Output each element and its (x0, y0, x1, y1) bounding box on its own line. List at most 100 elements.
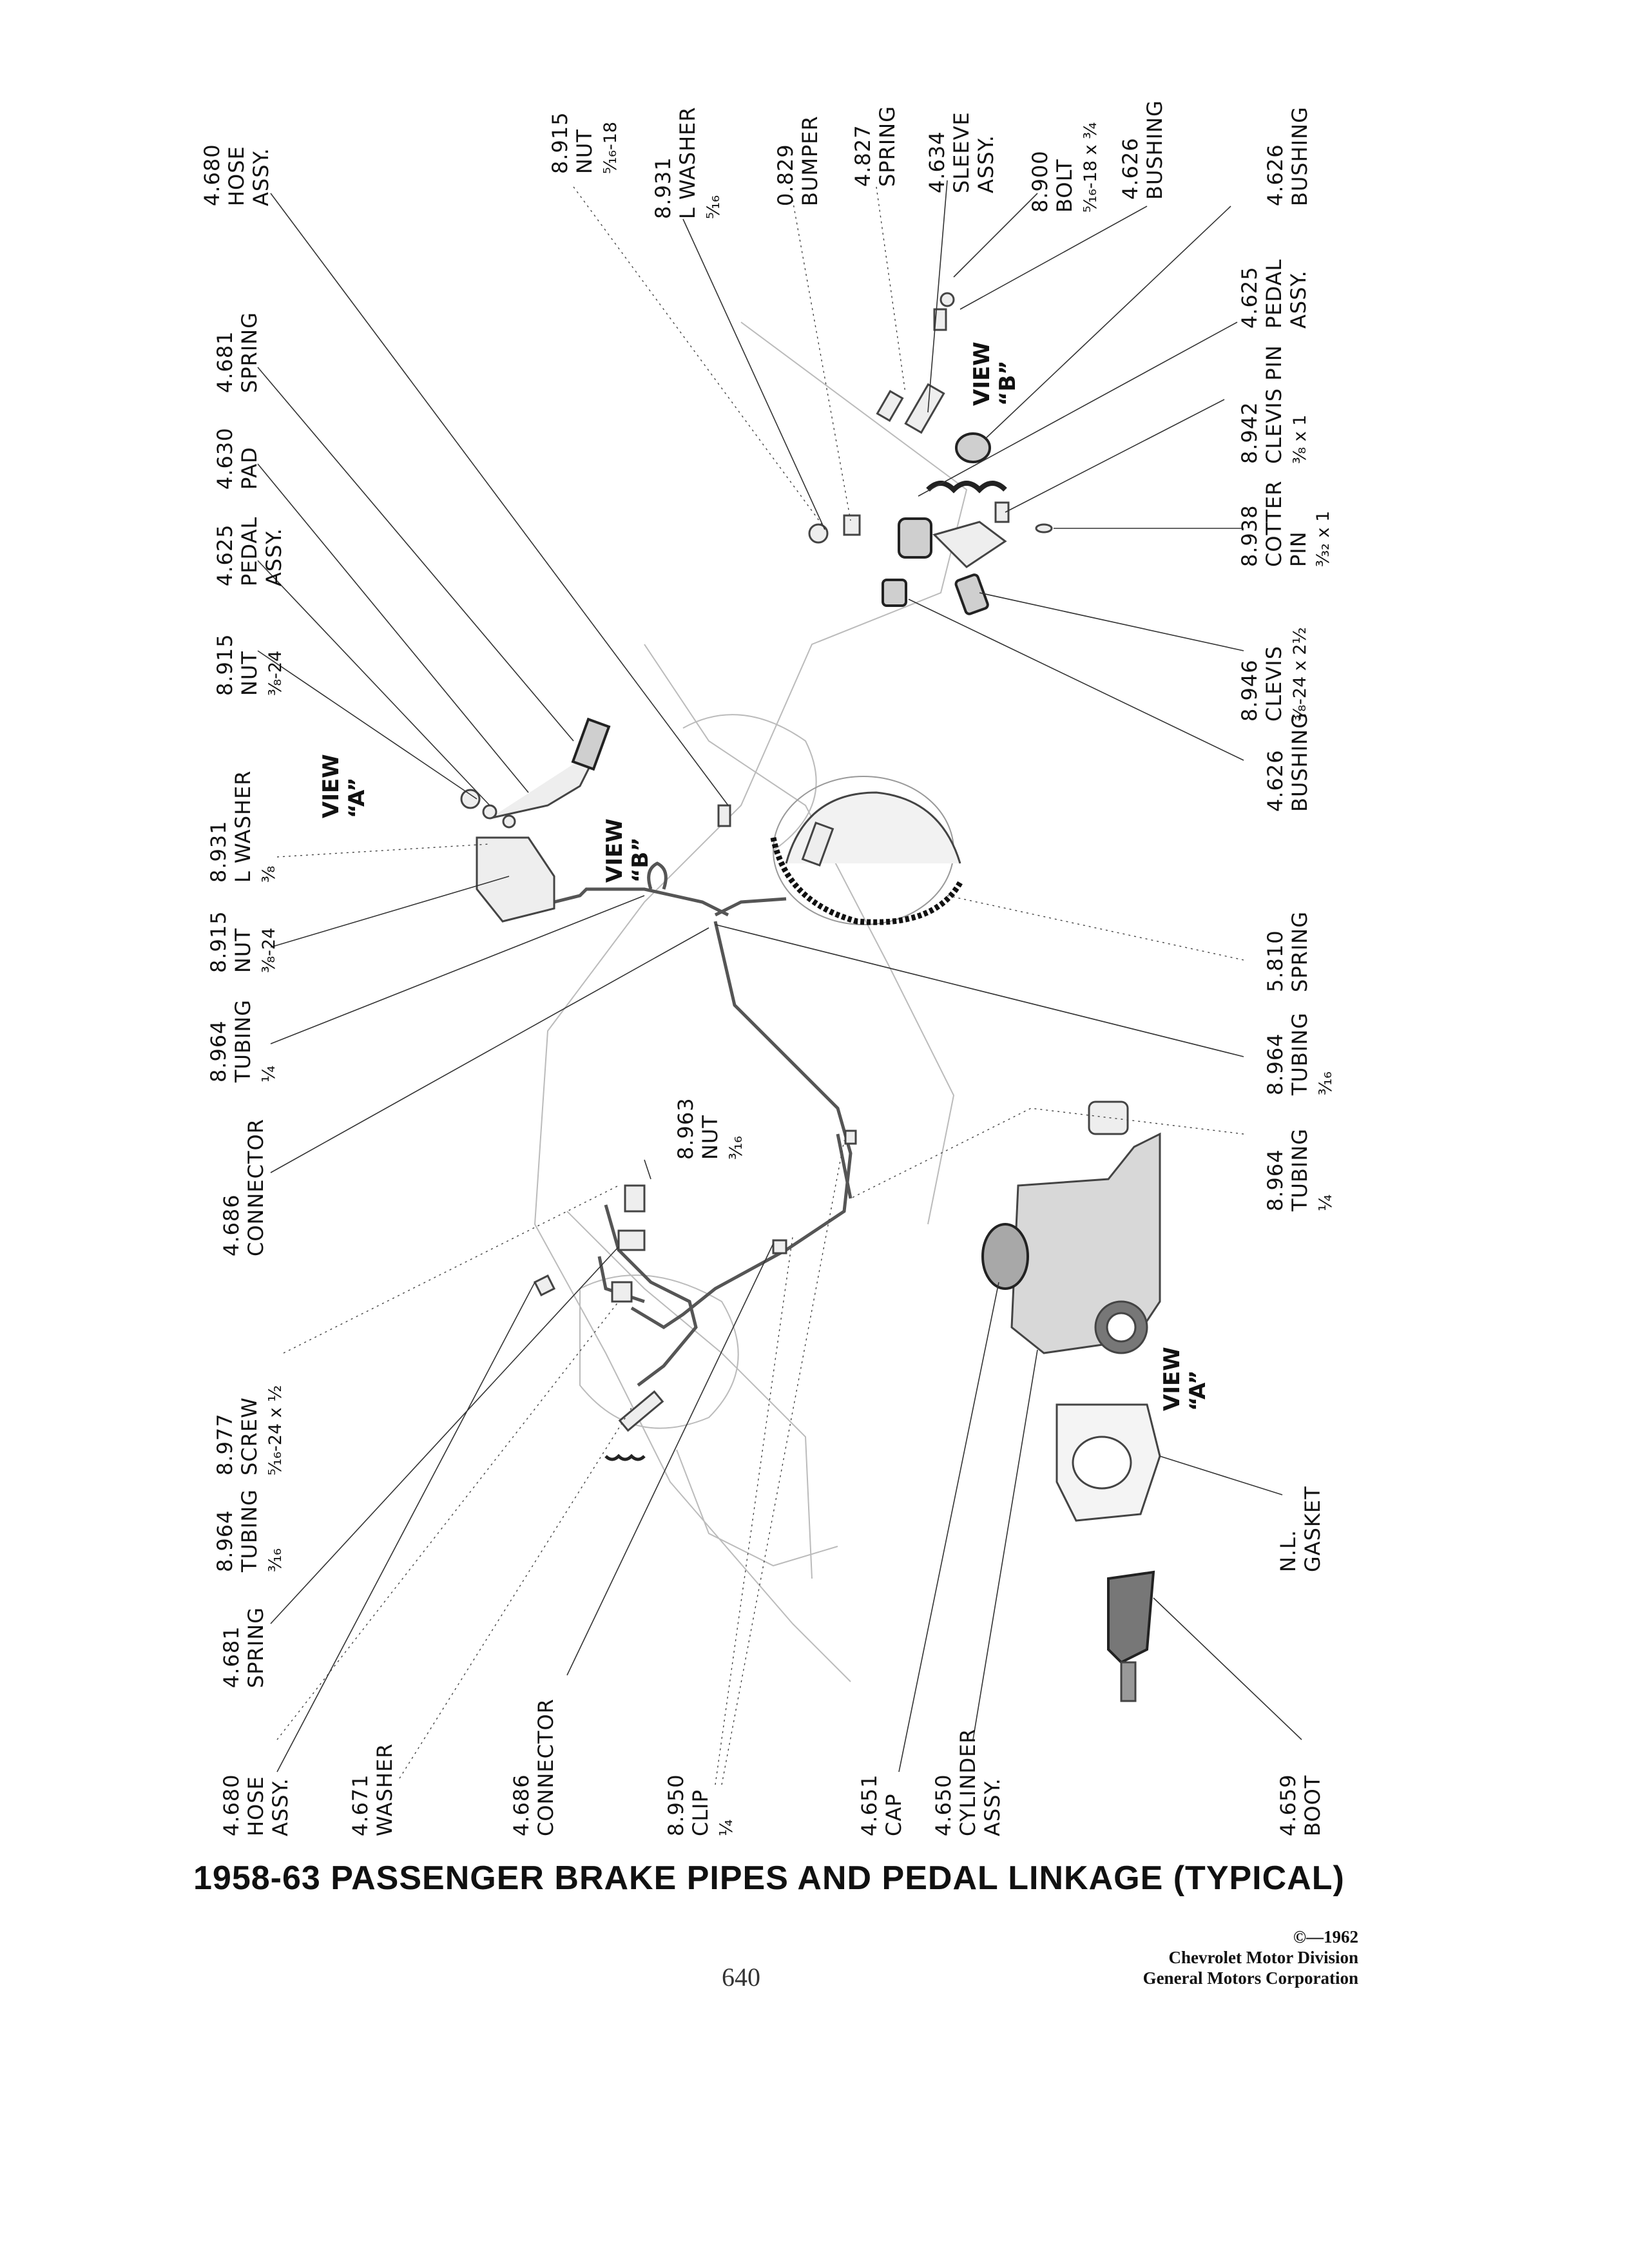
callout-nut-3-8-24-mid: 8.915 NUT ³⁄₈-24 (206, 910, 279, 973)
view-b-label-middle: VIEW “B” (602, 818, 653, 883)
svg-text:⁵⁄₁₆-18 x ³⁄₄: ⁵⁄₁₆-18 x ³⁄₄ (1081, 122, 1101, 213)
svg-text:TUBING: TUBING (231, 999, 255, 1083)
svg-text:8.931: 8.931 (206, 820, 231, 883)
svg-text:NUT: NUT (572, 129, 597, 174)
callout-clip: 8.950 CLIP ¹⁄₄ (664, 1774, 737, 1836)
svg-text:CLIP: CLIP (688, 1789, 713, 1836)
svg-text:ASSY.: ASSY. (268, 1778, 293, 1836)
svg-text:ASSY.: ASSY. (249, 148, 273, 206)
svg-text:³⁄₈-24: ³⁄₈-24 (259, 928, 279, 973)
view-a-label-lower: VIEW “A” (1159, 1347, 1211, 1411)
svg-text:0.829: 0.829 (773, 144, 798, 206)
svg-text:VIEW: VIEW (1159, 1347, 1185, 1411)
callout-tubing-3-16-left: 8.964 TUBING ³⁄₁₆ (213, 1489, 285, 1573)
svg-text:8.950: 8.950 (664, 1774, 688, 1836)
callout-cotter-pin: 8.938 COTTER PIN ³⁄₃₂ x 1 (1237, 480, 1333, 567)
svg-text:4.686: 4.686 (219, 1194, 244, 1256)
svg-text:4.686: 4.686 (509, 1774, 534, 1836)
svg-text:SPRING: SPRING (244, 1607, 268, 1688)
svg-text:SPRING: SPRING (875, 106, 900, 187)
svg-text:WASHER: WASHER (372, 1743, 397, 1836)
svg-text:TUBING: TUBING (1287, 1128, 1312, 1212)
callout-tubing-1-4-right: 8.964 TUBING ¹⁄₄ (1263, 1128, 1336, 1212)
svg-text:³⁄₁₆: ³⁄₁₆ (1316, 1072, 1336, 1095)
callout-clevis: 8.946 CLEVIS ³⁄₈-24 x 2¹⁄₂ (1237, 627, 1310, 722)
svg-text:¹⁄₄: ¹⁄₄ (717, 1820, 737, 1836)
svg-text:PIN: PIN (1286, 531, 1311, 567)
callout-cylinder-assy: 4.650 CYLINDER ASSY. (931, 1728, 1005, 1836)
svg-text:4.630: 4.630 (213, 427, 237, 490)
svg-text:4.680: 4.680 (219, 1774, 244, 1836)
svg-text:8.900: 8.900 (1028, 150, 1052, 213)
callout-washer: 4.671 WASHER (348, 1743, 397, 1836)
svg-text:8.915: 8.915 (213, 633, 237, 696)
svg-text:VIEW: VIEW (969, 341, 995, 406)
callout-l-washer-5-16: 8.931 L WASHER ⁵⁄₁₆ (651, 106, 724, 219)
svg-text:4.634: 4.634 (925, 131, 949, 193)
svg-text:BUSHING: BUSHING (1287, 106, 1312, 206)
master-cylinder (981, 1100, 1161, 1702)
view-a-label-upper: VIEW “A” (318, 754, 370, 818)
svg-text:TUBING: TUBING (1287, 1012, 1312, 1096)
callout-bumper: 0.829 BUMPER (773, 115, 822, 206)
callout-connector-left: 4.686 CONNECTOR (219, 1119, 268, 1256)
svg-text:CLEVIS PIN: CLEVIS PIN (1262, 345, 1286, 464)
callout-pedal-assy-right: 4.625 PEDAL ASSY. (1237, 259, 1311, 329)
svg-text:VIEW: VIEW (602, 818, 628, 883)
svg-text:8.931: 8.931 (651, 157, 675, 219)
callout-l-washer-3-8: 8.931 L WASHER ³⁄₈ (206, 770, 279, 883)
svg-text:³⁄₈ x 1: ³⁄₈ x 1 (1290, 415, 1310, 464)
copyright-year: ©—1962 (1293, 1927, 1358, 1946)
svg-text:N.L.: N.L. (1276, 1530, 1300, 1572)
svg-text:8.915: 8.915 (206, 910, 231, 973)
svg-text:“B”: “B” (995, 360, 1021, 406)
pedal-assembly-main (460, 717, 731, 923)
spring-5810-coil (770, 837, 963, 925)
svg-text:8.964: 8.964 (1263, 1149, 1287, 1211)
callout-bushing-top-b: 4.626 BUSHING (1263, 106, 1312, 206)
svg-text:8.964: 8.964 (213, 1510, 237, 1572)
callout-pad: 4.630 PAD (213, 427, 262, 490)
callout-nut-5-16-18: 8.915 NUT ⁵⁄₁₆-18 (548, 111, 621, 174)
svg-text:4.626: 4.626 (1118, 137, 1142, 200)
svg-text:“A”: “A” (344, 777, 370, 818)
svg-text:8.977: 8.977 (213, 1413, 237, 1475)
boot-part (1107, 1570, 1155, 1664)
callout-spring-4827: 4.827 SPRING (851, 106, 900, 187)
page-title: 1958-63 PASSENGER BRAKE PIPES AND PEDAL … (193, 1860, 1345, 1897)
svg-text:ASSY.: ASSY. (1286, 270, 1311, 329)
svg-text:8.915: 8.915 (548, 111, 572, 174)
svg-text:SCREW: SCREW (237, 1397, 262, 1475)
svg-text:4.659: 4.659 (1276, 1774, 1300, 1836)
svg-text:CYLINDER: CYLINDER (956, 1728, 980, 1836)
svg-text:PEDAL: PEDAL (237, 517, 262, 586)
svg-text:BOOT: BOOT (1300, 1775, 1325, 1836)
callout-hose-assy-bottom: 4.680 HOSE ASSY. (219, 1774, 293, 1836)
svg-text:ASSY.: ASSY. (980, 1778, 1005, 1836)
svg-text:³⁄₈: ³⁄₈ (259, 866, 279, 883)
svg-text:8.942: 8.942 (1237, 401, 1262, 464)
svg-text:“A”: “A” (1185, 1370, 1211, 1411)
svg-text:CLEVIS: CLEVIS (1262, 646, 1286, 722)
svg-text:4.681: 4.681 (219, 1626, 244, 1688)
svg-text:CONNECTOR: CONNECTOR (534, 1698, 558, 1836)
callout-tubing-1-4-left: 8.964 TUBING ¹⁄₄ (206, 999, 279, 1083)
svg-text:BOLT: BOLT (1052, 159, 1077, 213)
svg-text:GASKET: GASKET (1300, 1486, 1325, 1572)
svg-text:³⁄₁₆: ³⁄₁₆ (726, 1136, 746, 1160)
svg-text:“B”: “B” (628, 837, 653, 883)
svg-text:NUT: NUT (237, 651, 262, 696)
callout-bushing-mid: 4.626 BUSHING (1263, 712, 1312, 812)
callout-bushing-top-a: 4.626 BUSHING (1118, 100, 1167, 200)
svg-text:⁵⁄₁₆-24 x ¹⁄₂: ⁵⁄₁₆-24 x ¹⁄₂ (265, 1385, 285, 1475)
chassis-sketch (534, 322, 968, 1682)
lower-fittings (533, 1129, 857, 1461)
svg-text:BUMPER: BUMPER (798, 115, 822, 206)
svg-text:4.651: 4.651 (857, 1774, 882, 1836)
callout-cap: 4.651 CAP (857, 1774, 906, 1836)
brake-pad-part (571, 717, 611, 771)
svg-text:SLEEVE: SLEEVE (949, 111, 974, 193)
svg-text:4.650: 4.650 (931, 1774, 956, 1836)
svg-text:8.964: 8.964 (206, 1020, 231, 1082)
svg-text:SPRING: SPRING (237, 312, 262, 393)
